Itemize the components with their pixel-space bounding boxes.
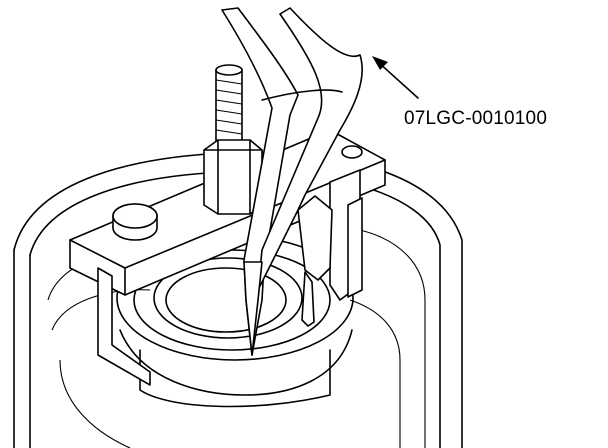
hex-nut [203,139,263,215]
leader-arrow [372,56,419,99]
part-number-callout: 07LGC-0010100 [404,108,548,129]
stud-bolt [215,64,243,151]
snap-ring-pliers [221,7,363,356]
